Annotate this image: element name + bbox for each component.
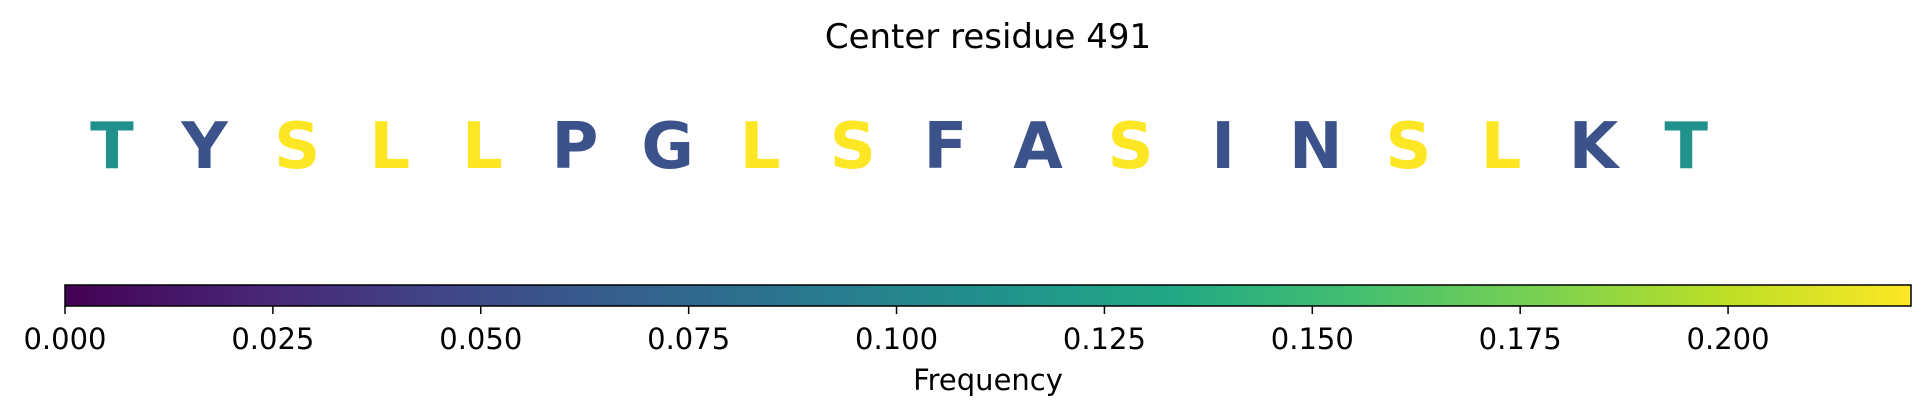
residue-letter: I [1211, 110, 1235, 184]
residue-letter: S [1108, 110, 1154, 184]
colorbar-tick-label: 0.075 [647, 322, 730, 356]
residue-letter: Y [180, 110, 228, 184]
colorbar-tick-label: 0.125 [1063, 322, 1146, 356]
residue-letter: S [830, 110, 876, 184]
colorbar-tick-label: 0.150 [1271, 322, 1354, 356]
residue-letter: S [274, 110, 320, 184]
colorbar-tick-label: 0.100 [855, 322, 938, 356]
colorbar-tick-label: 0.000 [23, 322, 106, 356]
residue-letter: A [1013, 110, 1063, 184]
residue-letter: K [1569, 110, 1621, 184]
residue-letter: F [924, 110, 968, 184]
colorbar-tick-label: 0.175 [1479, 322, 1562, 356]
colorbar: 0.000 0.025 0.050 0.075 0.100 0.125 0.150 0.175… [23, 284, 1912, 397]
residue-letter: T [90, 110, 134, 184]
residue-letter: N [1289, 110, 1343, 184]
colorbar-tick-label: 0.025 [231, 322, 314, 356]
residue-letter: S [1385, 110, 1431, 184]
residue-letter: L [740, 110, 781, 184]
colorbar-gradient [64, 284, 1912, 307]
colorbar-label: Frequency [913, 363, 1063, 397]
residue-letter: L [1481, 110, 1522, 184]
chart-title: Center residue 491 [825, 17, 1151, 57]
colorbar-tick-label: 0.200 [1687, 322, 1770, 356]
colorbar-ticks: 0.000 0.025 0.050 0.075 0.100 0.125 0.150 0.175… [23, 306, 1770, 356]
colorbar-tick-label: 0.050 [439, 322, 522, 356]
residue-letter: G [641, 110, 694, 184]
residue-letter: T [1664, 110, 1708, 184]
residue-letter: L [462, 110, 503, 184]
residue-letter: L [369, 110, 410, 184]
residue-letter: P [552, 110, 599, 184]
